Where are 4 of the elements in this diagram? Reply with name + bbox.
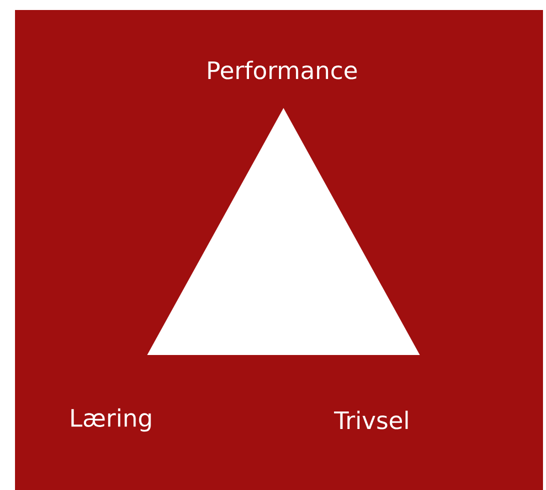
label: Trivsel <box>334 410 408 430</box>
label: Performance <box>208 60 357 80</box>
triangle-shape <box>147 108 420 355</box>
label: Læring <box>71 408 151 432</box>
